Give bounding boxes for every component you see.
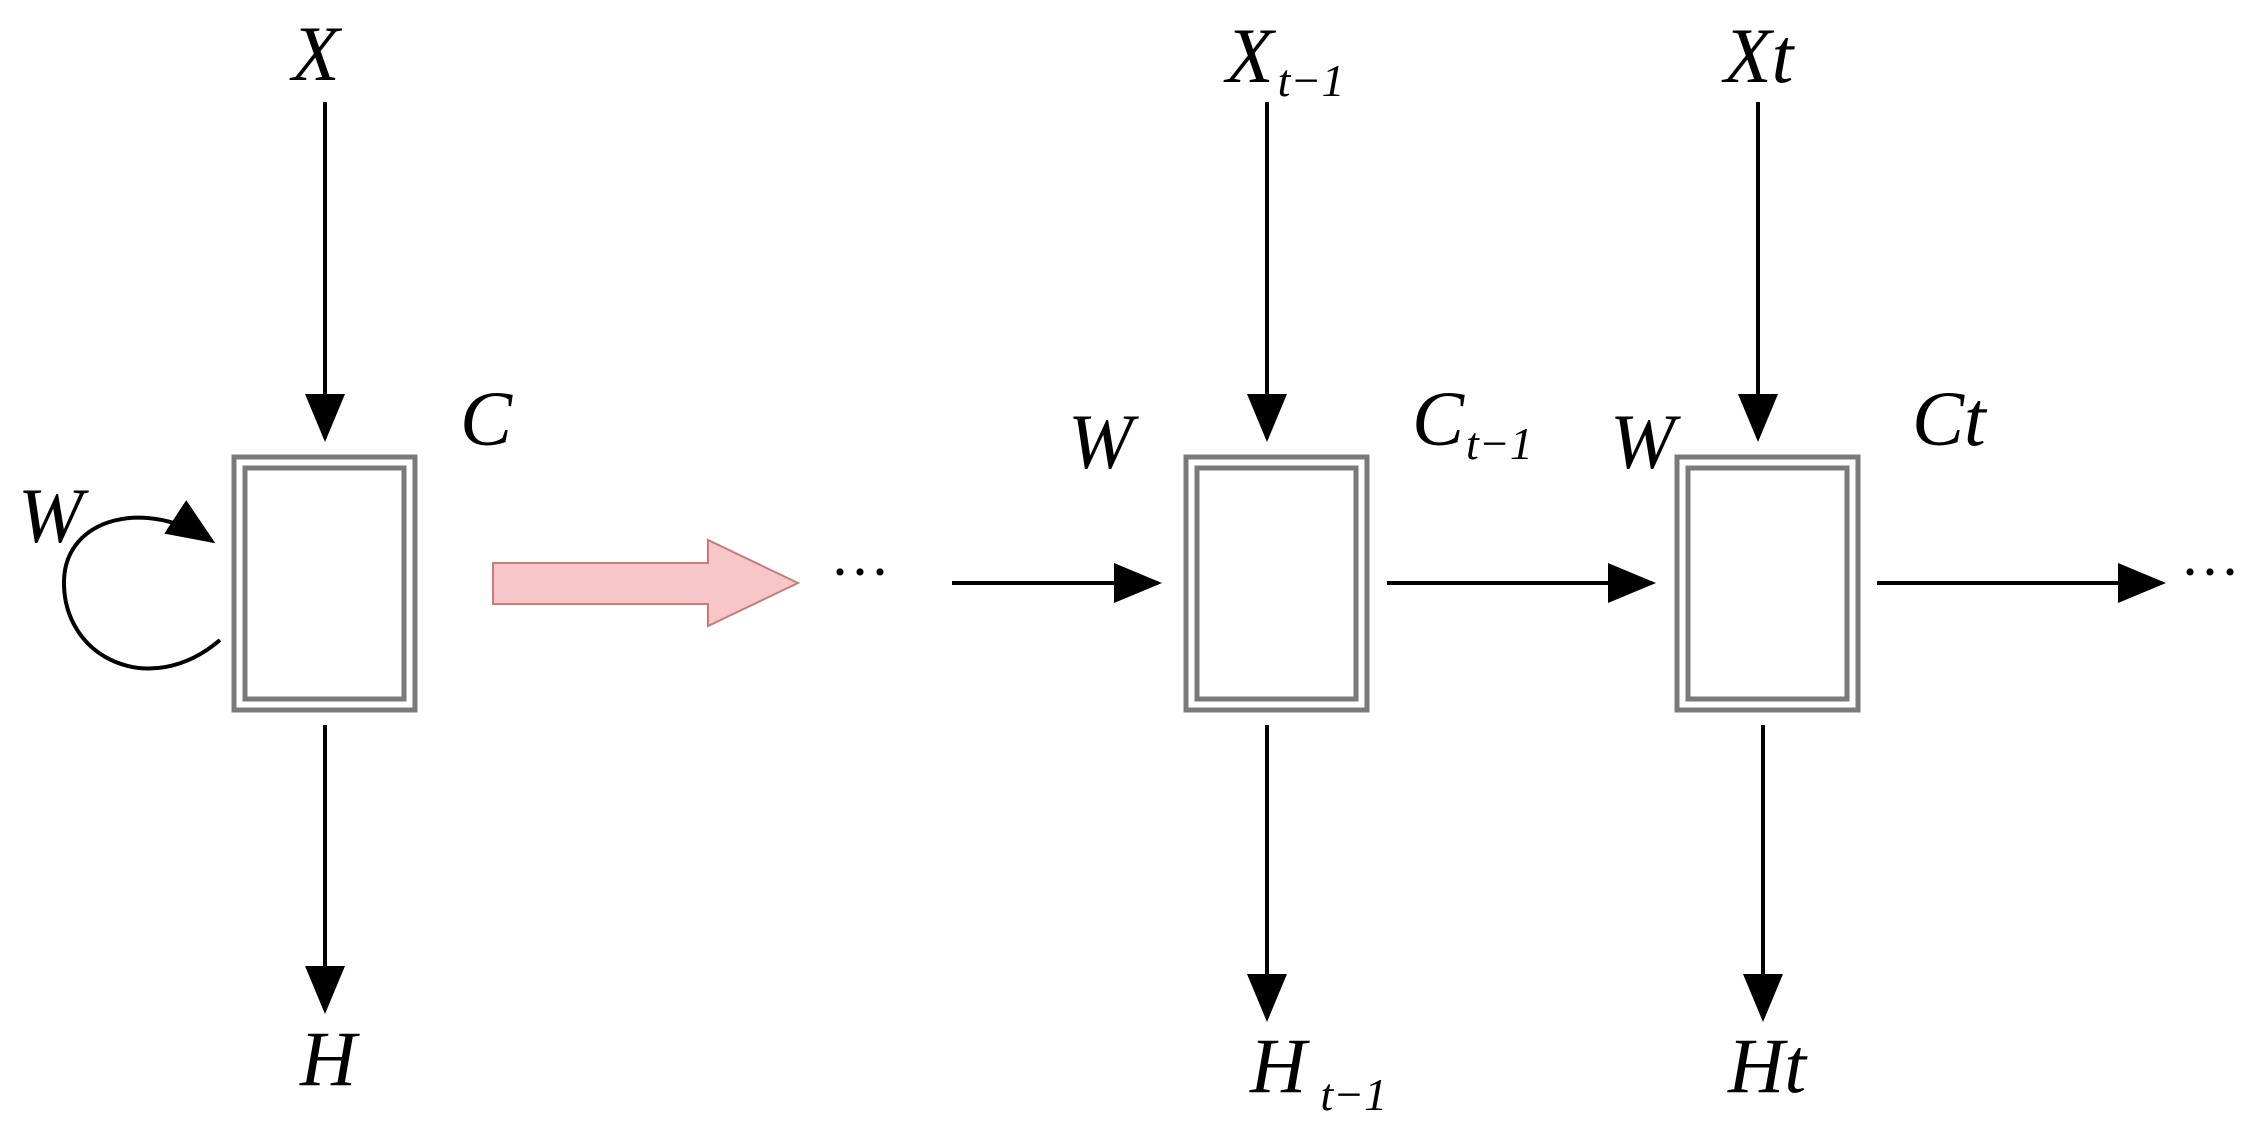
folded-rnn: X C W H: [18, 10, 513, 1102]
folded-weight-label: W: [18, 472, 89, 559]
step-2-input-label: Xt: [1721, 12, 1796, 99]
folded-cell-inner: [242, 465, 407, 702]
recurrent-loop-arrow: [61, 500, 222, 671]
folded-input-label: X: [289, 10, 343, 97]
step-1-weight-label: W: [1068, 398, 1139, 485]
step-2-cell-inner: [1685, 465, 1850, 702]
step-2-state-label: Ct: [1912, 375, 1988, 462]
step-1-input-label: Xt−1: [1223, 12, 1344, 106]
step-2-output-label: Ht: [1727, 1022, 1808, 1109]
step-1-state-label: Ct−1: [1412, 375, 1533, 469]
trailing-dots: ···: [2180, 539, 2240, 605]
folded-output-label: H: [299, 1015, 360, 1102]
leading-dots: ···: [830, 539, 890, 605]
step-1-cell-inner: [1194, 465, 1359, 702]
step-t: Xt Ct Ht: [1674, 12, 1988, 1109]
unfold-arrow: [492, 538, 801, 628]
step-2-weight-label: W: [1610, 398, 1681, 485]
folded-state-label: C: [460, 375, 513, 462]
